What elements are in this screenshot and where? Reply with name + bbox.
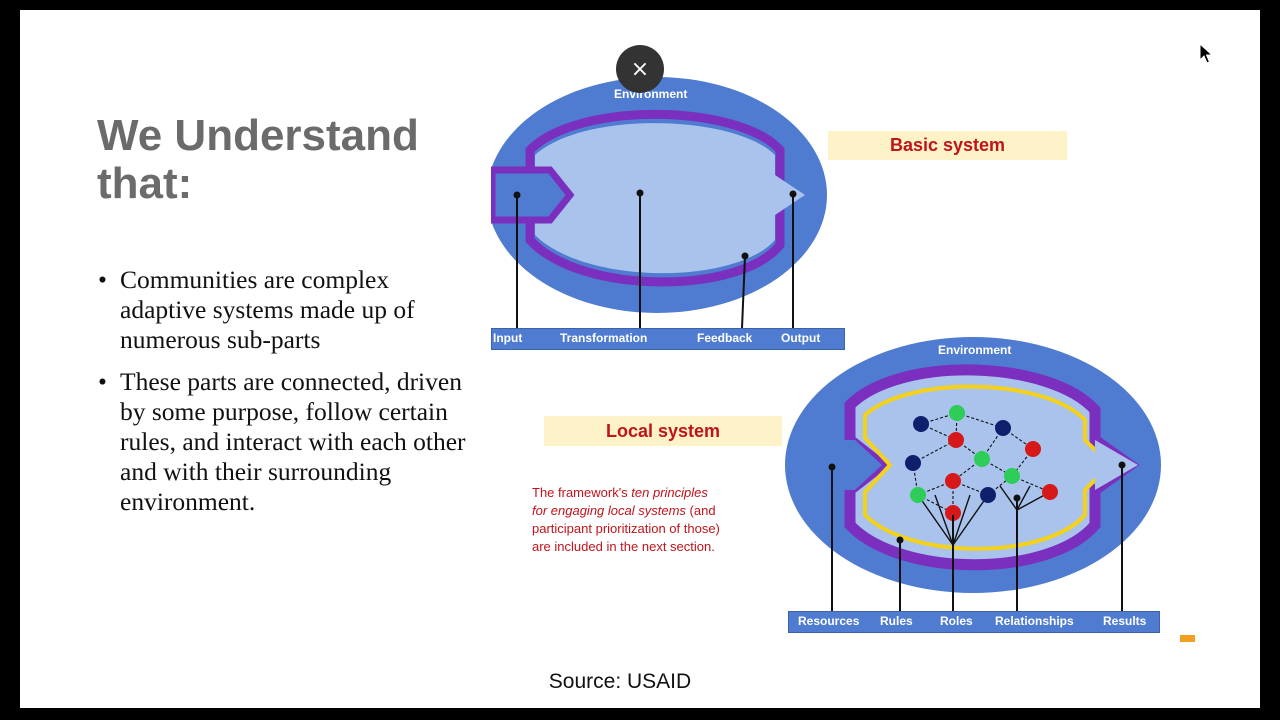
source-caption: Source: USAID <box>548 670 692 693</box>
close-button[interactable]: × <box>616 45 664 93</box>
local-system-label: Local system <box>544 416 782 446</box>
network-nodes <box>905 405 1058 521</box>
framework-note: The framework's ten principles for engag… <box>532 484 722 556</box>
local-system-bar: Resources Rules Roles Relationships Resu… <box>788 611 1160 633</box>
bar-label-results: Results <box>1103 614 1147 628</box>
basic-input-notch <box>491 166 575 224</box>
note-text-italic: ten principles for engaging local system… <box>532 485 708 518</box>
bar-label-output: Output <box>781 331 821 345</box>
local-input-notch <box>809 440 882 490</box>
mouse-cursor-icon <box>1199 43 1213 64</box>
note-text-1: The framework's <box>532 485 632 500</box>
bar-label-resources: Resources <box>798 614 860 628</box>
basic-system-label: Basic system <box>828 131 1067 160</box>
presentation-slide: We Understand that: Communities are comp… <box>20 10 1260 708</box>
bullet-list: Communities are complex adaptive systems… <box>98 265 478 529</box>
bullet-item: These parts are connected, driven by som… <box>98 367 478 517</box>
bar-label-rules: Rules <box>880 614 913 628</box>
local-environment-label: Environment <box>938 343 1012 357</box>
systems-diagram <box>491 77 1161 611</box>
bar-label-feedback: Feedback <box>697 331 753 345</box>
bar-label-input: Input <box>493 331 523 345</box>
bar-label-relationships: Relationships <box>995 614 1074 628</box>
bar-label-roles: Roles <box>940 614 973 628</box>
local-system-diagram <box>785 337 1161 611</box>
basic-system-diagram <box>491 77 827 329</box>
bullet-item: Communities are complex adaptive systems… <box>98 265 478 355</box>
local-pointer-lines <box>831 465 1123 611</box>
slide-title: We Understand that: <box>97 111 419 208</box>
close-icon: × <box>630 56 650 82</box>
note-text-2: (and participant prioritization of those… <box>532 503 720 554</box>
local-yellow-ring <box>863 384 1113 551</box>
bar-label-transformation: Transformation <box>560 331 648 345</box>
basic-inner-area <box>535 123 805 274</box>
orange-marker <box>1180 635 1195 642</box>
basic-system-bar: Input Transformation Feedback Output <box>491 328 845 350</box>
